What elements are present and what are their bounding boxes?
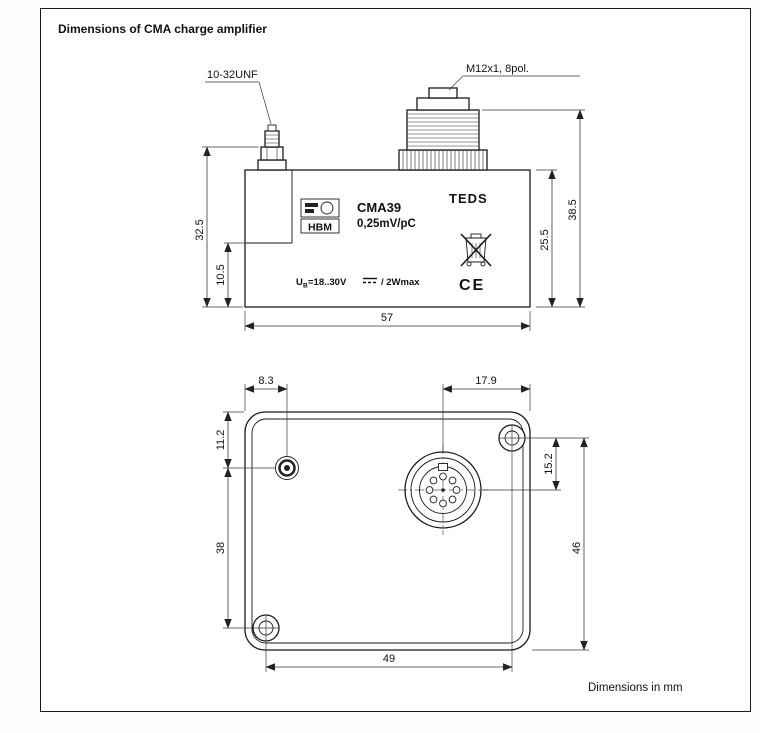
housing-side-outline: [244, 169, 531, 308]
dim-hole-span-horizontal: 49: [383, 653, 395, 665]
housing-step-line: [245, 170, 293, 244]
dim-small-connector-y: 11.2: [215, 430, 227, 451]
dimensions-unit-note: Dimensions in mm: [588, 682, 683, 694]
mounting-hole-bottom-left: [252, 614, 280, 642]
small-connector-callout: 10-32UNF: [205, 69, 272, 125]
dim-large-connector-y: 15.2: [543, 453, 555, 474]
housing-top-outline: [244, 411, 531, 651]
housing-markings: HBM CMA39 0,25mV/pC TEDS U B =1: [296, 191, 492, 294]
m12-connector-label: M12x1, 8pol.: [466, 63, 529, 75]
dim-body-width: 57: [381, 312, 393, 324]
dc-voltage-icon: [363, 277, 377, 284]
dim-large-connector-x: 17.9: [475, 375, 496, 387]
m12-connector-top: [398, 445, 488, 535]
side-view-dimensions: 57 32.5 10.5 25.5 38.5: [194, 109, 585, 331]
weee-crossed-bin-icon: [460, 233, 492, 267]
mounting-hole-top-right: [498, 424, 526, 452]
dim-height-body: 25.5: [539, 229, 551, 250]
dim-hole-span-vertical: 46: [571, 542, 583, 554]
keyway-notch: [438, 463, 448, 471]
small-connector-side: [257, 124, 287, 171]
top-view-dimensions: 8.3 17.9 11.2 38 15.2: [215, 375, 589, 672]
supply-symbol: U: [296, 277, 303, 288]
m12-connector-side: [398, 87, 488, 171]
small-connector-label: 10-32UNF: [207, 69, 258, 81]
housing-top-inner-edge: [251, 418, 524, 644]
supply-power: / 2Wmax: [381, 277, 420, 288]
hbm-logo-text: HBM: [308, 222, 332, 234]
dim-height-total-right: 38.5: [567, 199, 579, 220]
page-title: Dimensions of CMA charge amplifier: [58, 22, 267, 36]
hbm-logo: HBM: [300, 198, 340, 234]
supply-range: =18..30V: [308, 277, 347, 288]
sensitivity-text: 0,25mV/pC: [357, 218, 416, 230]
m12-connector-callout: M12x1, 8pol.: [448, 63, 580, 91]
dim-height-total-left: 32.5: [194, 219, 206, 240]
dim-height-step: 10.5: [215, 264, 227, 285]
ce-mark: CE: [459, 277, 485, 294]
small-connector-top: [275, 456, 299, 480]
supply-rating-text: U B =18..30V / 2Wmax: [296, 277, 420, 290]
supply-subscript: B: [303, 283, 308, 290]
top-view-drawing: 8.3 17.9 11.2 38 15.2: [215, 375, 589, 672]
model-text: CMA39: [357, 200, 401, 215]
dim-hole-to-connector-y: 38: [215, 542, 227, 554]
side-view-drawing: HBM CMA39 0,25mV/pC TEDS U B =1: [194, 63, 585, 331]
teds-text: TEDS: [449, 191, 488, 206]
dim-small-connector-x: 8.3: [258, 375, 273, 387]
